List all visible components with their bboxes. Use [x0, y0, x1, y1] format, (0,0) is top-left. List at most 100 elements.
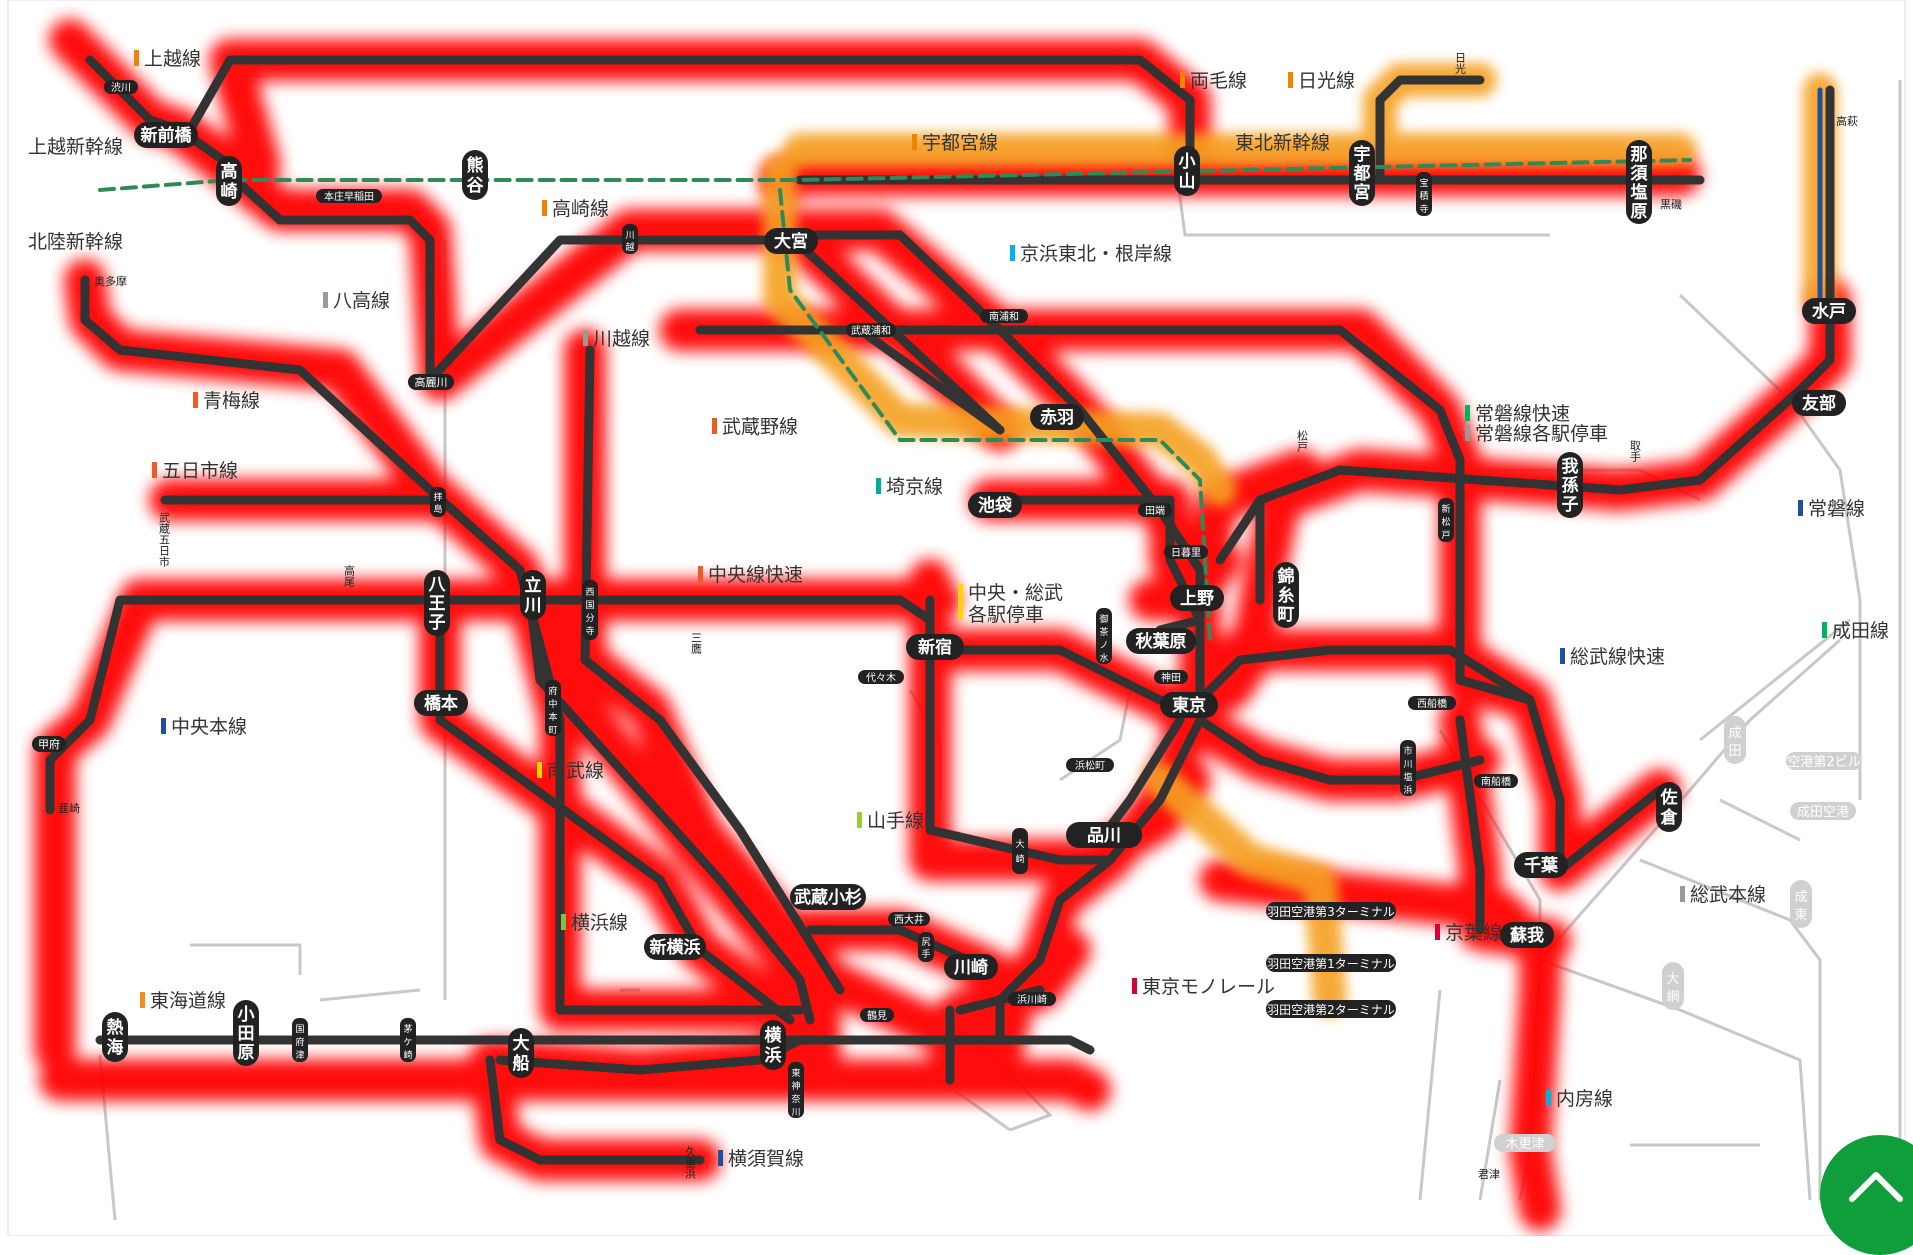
svg-text:東海道線: 東海道線: [150, 990, 226, 1012]
svg-text:松: 松: [1441, 516, 1450, 528]
svg-text:空港第2ビル: 空港第2ビル: [1787, 755, 1860, 770]
line-label-uchibo: 内房線: [1546, 1088, 1613, 1110]
station-narita-airport-bldg: 空港第2ビル: [1786, 752, 1862, 770]
svg-text:川: 川: [791, 1108, 800, 1118]
svg-text:高萩: 高萩: [1836, 114, 1858, 128]
station-shin-matsudo: 新松戸: [1438, 498, 1454, 542]
svg-text:戸: 戸: [1441, 530, 1450, 541]
svg-text:友部: 友部: [1802, 393, 1836, 414]
svg-text:佐: 佐: [1660, 787, 1678, 808]
station-shitte: 尻手: [918, 932, 934, 962]
svg-text:上越新幹線: 上越新幹線: [28, 136, 123, 158]
station-chiba: 千葉: [1514, 852, 1568, 878]
svg-text:木更津: 木更津: [1505, 1137, 1544, 1152]
svg-text:越: 越: [625, 241, 634, 253]
svg-text:中央・総武: 中央・総武: [968, 582, 1063, 604]
svg-text:水戸: 水戸: [1812, 301, 1846, 322]
line-label-joetsu: 上越線: [134, 48, 201, 70]
line-label-yokosuka: 横須賀線: [718, 1148, 804, 1170]
svg-text:横: 横: [765, 1025, 782, 1046]
station-yoyogi: 代々木: [858, 670, 904, 684]
svg-text:府: 府: [548, 685, 557, 697]
svg-text:町: 町: [1278, 605, 1295, 625]
svg-text:高崎線: 高崎線: [552, 198, 609, 220]
station-osaki: 大崎: [1012, 828, 1028, 874]
line-label-saikyo: 埼京線: [876, 476, 943, 498]
station-hama-kawasaki: 浜川崎: [1008, 992, 1056, 1006]
svg-text:八: 八: [429, 575, 447, 595]
svg-text:海: 海: [107, 1037, 124, 1058]
svg-text:総武本線: 総武本線: [1690, 884, 1766, 906]
svg-text:南船橋: 南船橋: [1481, 775, 1511, 788]
svg-text:羽田空港第1ターミナル: 羽田空港第1ターミナル: [1267, 957, 1395, 971]
line-label-hokuriku-shinkansen: 北陸新幹線: [28, 231, 123, 253]
station-nippori: 日暮里: [1164, 545, 1208, 559]
svg-text:埼京線: 埼京線: [886, 476, 943, 498]
station-shinagawa: 品川: [1066, 822, 1142, 848]
station-nirasaki: 韮崎: [58, 801, 80, 815]
svg-text:西船橋: 西船橋: [1417, 697, 1447, 710]
svg-text:新宿: 新宿: [918, 637, 952, 658]
svg-text:御: 御: [1099, 613, 1108, 625]
station-soga: 蘇我: [1500, 922, 1554, 948]
svg-text:武蔵野線: 武蔵野線: [722, 416, 798, 438]
svg-text:南浦和: 南浦和: [989, 310, 1019, 323]
svg-text:王: 王: [429, 594, 446, 614]
station-kofu: 甲府: [32, 736, 66, 752]
station-mito: 水戸: [1802, 298, 1856, 324]
svg-text:ケ: ケ: [403, 1037, 412, 1048]
svg-text:取手: 取手: [1629, 440, 1642, 463]
svg-text:横浜線: 横浜線: [571, 912, 628, 934]
svg-text:赤羽: 赤羽: [1040, 407, 1074, 428]
station-tomobe: 友部: [1792, 390, 1846, 416]
svg-text:西大井: 西大井: [894, 913, 924, 926]
svg-text:渋川: 渋川: [111, 81, 131, 94]
station-takasaki: 高崎: [216, 156, 242, 206]
svg-text:原: 原: [238, 1043, 255, 1063]
station-oami: 大網: [1662, 962, 1684, 1010]
svg-text:小: 小: [1179, 152, 1196, 172]
svg-text:新前橋: 新前橋: [141, 125, 193, 146]
scroll-to-top-button[interactable]: [1820, 1135, 1913, 1255]
station-utsunomiya: 宇都宮: [1349, 140, 1375, 206]
svg-text:宮: 宮: [1354, 182, 1371, 203]
svg-text:寺: 寺: [585, 626, 594, 637]
station-oyama: 小山: [1174, 146, 1200, 196]
station-nishi-oi: 西大井: [888, 912, 930, 926]
station-haijima: 拝島: [430, 487, 446, 517]
svg-text:浜: 浜: [765, 1046, 782, 1066]
svg-text:那: 那: [1631, 145, 1648, 165]
svg-text:品川: 品川: [1087, 826, 1121, 846]
line-label-joetsu-shinkansen: 上越新幹線: [28, 136, 123, 158]
station-tsurumi: 鶴見: [860, 1008, 894, 1022]
svg-text:倉: 倉: [1660, 807, 1679, 828]
svg-text:千葉: 千葉: [1524, 855, 1559, 876]
line-label-tohoku-shinkansen: 東北新幹線: [1235, 132, 1330, 154]
svg-text:中央本線: 中央本線: [171, 716, 247, 738]
svg-text:甲府: 甲府: [38, 737, 60, 751]
svg-text:寺: 寺: [1419, 204, 1428, 215]
svg-text:谷: 谷: [467, 176, 485, 196]
svg-text:川崎: 川崎: [953, 957, 988, 978]
svg-text:島: 島: [433, 503, 442, 515]
svg-text:八高線: 八高線: [333, 290, 390, 312]
svg-text:孫: 孫: [1562, 475, 1579, 496]
shinkansen-lines: [98, 87, 1823, 642]
svg-text:京葉線: 京葉線: [1445, 922, 1502, 944]
svg-text:子: 子: [429, 613, 446, 633]
svg-text:中: 中: [548, 698, 557, 710]
line-label-narita: 成田線: [1822, 620, 1889, 642]
chevron-up-icon: [1849, 1172, 1903, 1202]
svg-text:武蔵五日市: 武蔵五日市: [158, 512, 171, 568]
svg-text:津: 津: [295, 1050, 304, 1061]
line-label-chuo-main: 中央本線: [161, 716, 247, 738]
svg-text:武蔵小杉: 武蔵小杉: [794, 887, 862, 908]
station-hashimoto: 橋本: [414, 690, 468, 716]
station-shinjuku: 新宿: [906, 634, 964, 660]
svg-text:我: 我: [1562, 457, 1579, 477]
svg-text:本: 本: [548, 711, 557, 723]
svg-text:崎: 崎: [403, 1049, 412, 1061]
svg-text:宝: 宝: [1419, 177, 1428, 189]
